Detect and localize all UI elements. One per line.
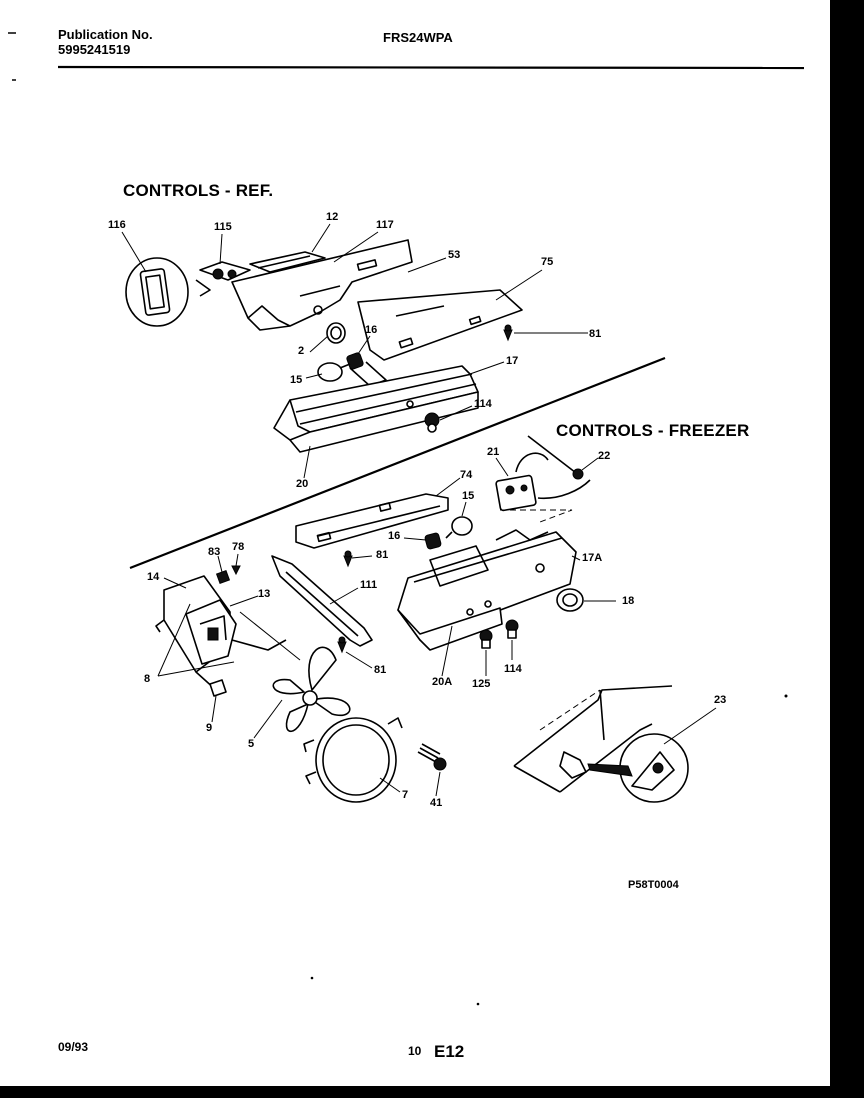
label-53: 53 [448, 249, 461, 261]
section-title-ref: CONTROLS - REF. [123, 181, 274, 200]
label-81-top: 81 [589, 328, 602, 340]
print-speck [310, 976, 314, 980]
label-15-freezer: 15 [462, 490, 475, 502]
part-7-fan-shroud [303, 717, 403, 803]
part-22-sensor-tube [527, 435, 591, 500]
label-116: 116 [108, 219, 126, 231]
section-divider [129, 356, 666, 570]
label-114-ref: 114 [474, 398, 492, 410]
part-114-screw-b [505, 619, 519, 639]
label-22: 22 [598, 450, 611, 462]
print-speck [476, 1002, 480, 1006]
part-20-lens [289, 391, 479, 453]
label-18: 18 [622, 595, 635, 607]
label-81-low: 81 [374, 664, 387, 676]
label-9: 9 [206, 722, 213, 734]
part-115-switch [195, 261, 251, 297]
label-7: 7 [402, 789, 409, 801]
label-17a: 17A [582, 552, 603, 564]
part-23-cabinet-detail [513, 685, 689, 803]
part-83-clip [215, 569, 231, 585]
footer-section-code: E12 [434, 1042, 465, 1061]
label-17: 17 [506, 355, 519, 367]
part-81-screw-low [337, 636, 347, 654]
label-78: 78 [232, 541, 245, 553]
section-title-freezer: CONTROLS - FREEZER [556, 421, 750, 440]
part-15-freezer-lamp [445, 516, 473, 539]
label-125: 125 [472, 678, 491, 690]
publication-label: Publication No. [58, 27, 153, 42]
part-2-knob [326, 322, 346, 344]
label-21: 21 [487, 446, 500, 458]
part-75-cover [357, 289, 523, 361]
part-116-light-shield [125, 257, 189, 327]
part-9-clip [209, 679, 227, 697]
part-53-control-housing [231, 239, 413, 331]
label-111: 111 [360, 579, 378, 591]
publication-number: 5995241519 [58, 42, 131, 57]
label-114-freezer: 114 [504, 663, 522, 675]
footer-date: 09/93 [58, 1040, 89, 1054]
part-21-thermostat [495, 452, 549, 512]
exploded-view-drawing [8, 32, 805, 1006]
part-18-freezer-knob [556, 588, 584, 612]
print-speck [784, 694, 788, 698]
label-15-ref: 15 [290, 374, 303, 386]
part-12-switch-arm [249, 251, 326, 273]
part-111-wire-harness [271, 555, 373, 647]
label-5: 5 [248, 738, 255, 750]
label-2: 2 [298, 345, 305, 357]
label-14: 14 [147, 571, 160, 583]
label-117: 117 [376, 219, 394, 231]
leader-lines [121, 223, 717, 797]
part-81-screw-mid [343, 550, 353, 568]
label-16-freezer: 16 [388, 530, 401, 542]
label-20a: 20A [432, 676, 453, 688]
label-20: 20 [296, 478, 309, 490]
part-41-screw [417, 743, 447, 771]
part-13-fan-motor [185, 599, 301, 665]
parts-diagram-sheet: Publication No. 5995241519 FRS24WPA CONT… [0, 0, 830, 1086]
part-15-lamp-bulb [317, 362, 351, 382]
part-20a-freezer-lens [397, 600, 503, 651]
part-114-screw-a [424, 412, 440, 433]
part-125-screw [479, 629, 493, 649]
label-8: 8 [144, 673, 151, 685]
part-81-screw-top [503, 324, 513, 342]
footer-page-number: 10 [408, 1044, 422, 1058]
header-rule [57, 65, 805, 70]
label-83: 83 [208, 546, 221, 558]
label-81-mid: 81 [376, 549, 389, 561]
label-74: 74 [460, 469, 473, 481]
part-74-cover [295, 493, 449, 549]
label-75: 75 [541, 256, 554, 268]
label-12: 12 [326, 211, 339, 223]
label-23: 23 [714, 694, 727, 706]
part-16-freezer-socket [424, 532, 442, 550]
model-number: FRS24WPA [383, 30, 453, 45]
label-13: 13 [258, 588, 271, 600]
part-78-clip [231, 565, 241, 576]
label-41: 41 [430, 797, 443, 809]
label-16-ref: 16 [365, 324, 378, 336]
part-5-fan-blade [272, 646, 351, 733]
drawing-code: P58T0004 [628, 879, 679, 891]
label-115: 115 [214, 221, 232, 233]
